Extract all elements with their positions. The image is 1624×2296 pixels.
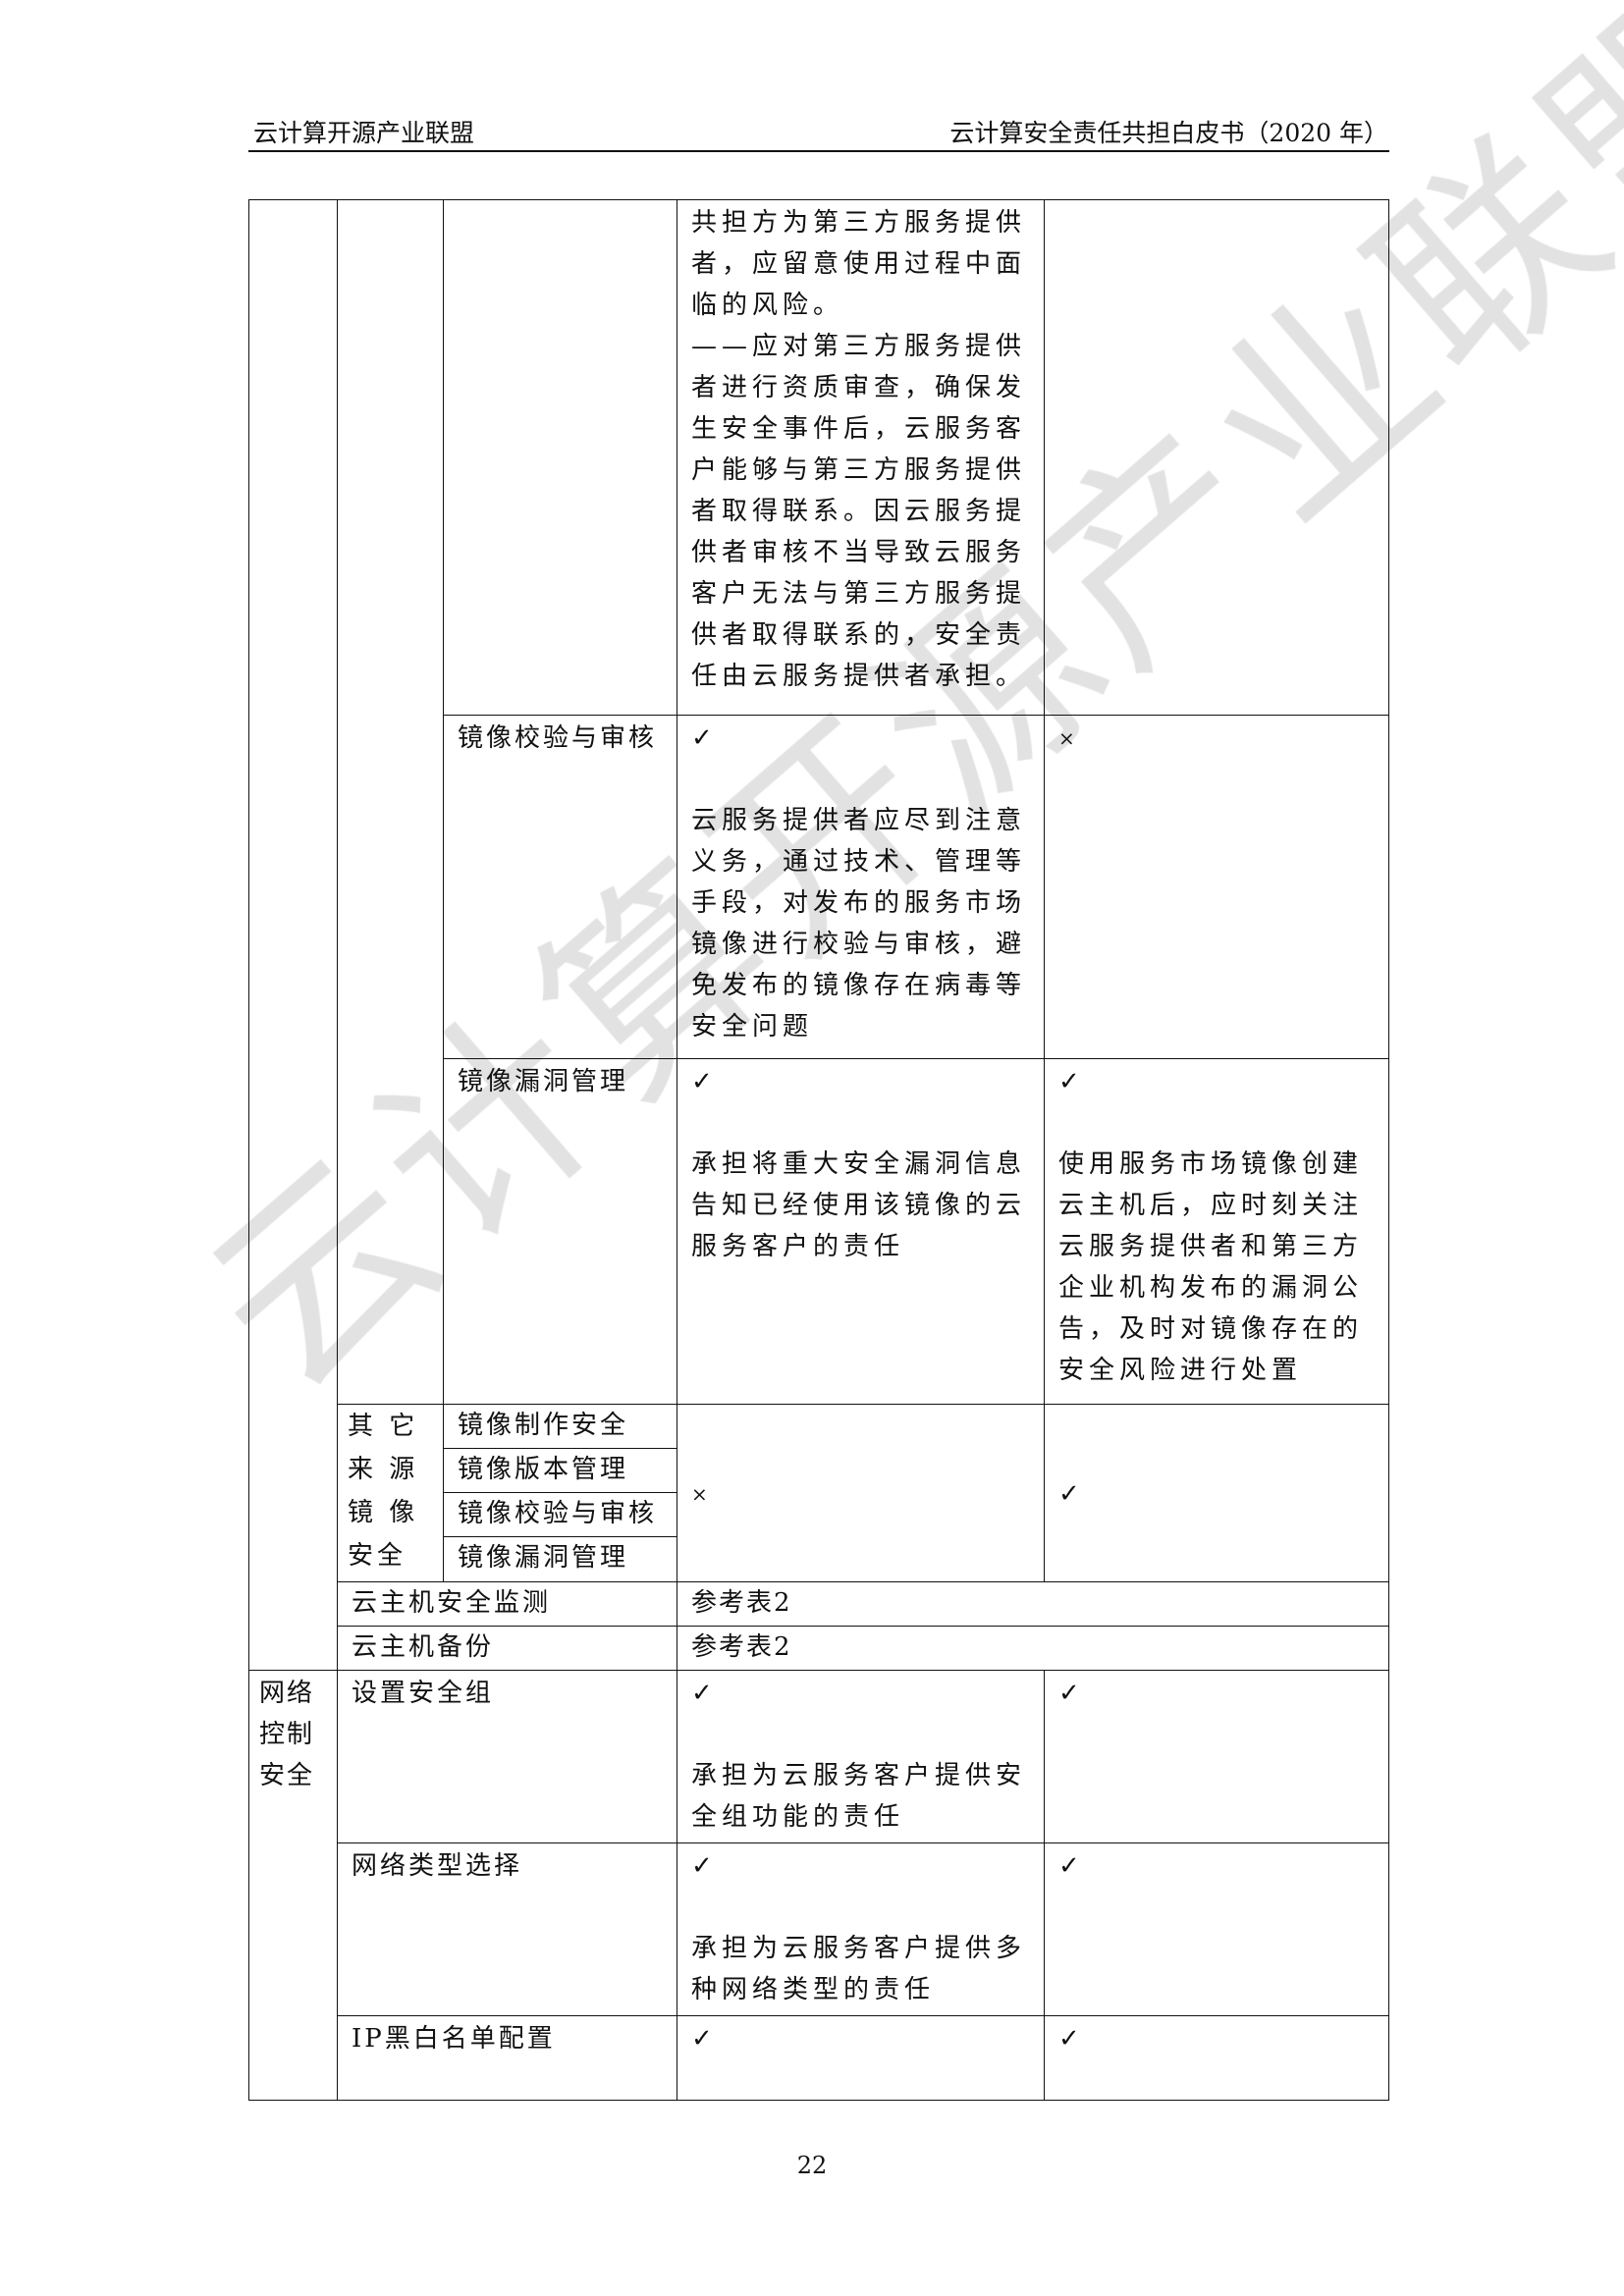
provider-responsibility: ✓ 承担将重大安全漏洞信息告知已经使用该镜像的云服务客户的责任 bbox=[677, 1058, 1045, 1405]
check-icon: ✓ bbox=[691, 723, 718, 753]
group-label-line: 安全 bbox=[259, 1761, 315, 1790]
reference-text: 参考表2 bbox=[677, 1626, 1389, 1671]
header-right: 云计算安全责任共担白皮书（2020 年） bbox=[949, 119, 1388, 147]
customer-text: 使用服务市场镜像创建云主机后，应时刻关注云服务提供者和第三方企业机构发布的漏洞公… bbox=[1058, 1149, 1364, 1385]
check-icon: ✓ bbox=[1058, 1679, 1085, 1708]
item-label: 镜像漏洞管理 bbox=[443, 1058, 677, 1405]
item-label: 镜像漏洞管理 bbox=[443, 1536, 677, 1582]
item-label: 网络类型选择 bbox=[337, 1842, 677, 2016]
group-label-line: 网络 bbox=[259, 1679, 315, 1708]
group-label-line: 镜 像 bbox=[348, 1498, 419, 1527]
group-label-network: 网络 控制 安全 bbox=[248, 1670, 338, 2101]
check-icon: ✓ bbox=[1058, 1851, 1085, 1881]
provider-text: 承担为云服务客户提供安全组功能的责任 bbox=[691, 1761, 1027, 1832]
customer-responsibility: ✓ bbox=[1044, 1842, 1389, 2016]
provider-responsibility: ✓ 云服务提供者应尽到注意义务，通过技术、管理等手段，对发布的服务市场镜像进行校… bbox=[677, 715, 1045, 1059]
check-icon: ✓ bbox=[691, 1679, 718, 1708]
customer-responsibility: ✓ bbox=[1044, 2015, 1389, 2101]
check-icon: ✓ bbox=[691, 2024, 718, 2054]
reference-text: 参考表2 bbox=[677, 1581, 1389, 1627]
table-cell-item bbox=[443, 199, 677, 716]
customer-responsibility: ✓ bbox=[1044, 1670, 1389, 1843]
provider-text: 云服务提供者应尽到注意义务，通过技术、管理等手段，对发布的服务市场镜像进行校验与… bbox=[691, 806, 1027, 1041]
item-label: 镜像校验与审核 bbox=[443, 715, 677, 1059]
cross-icon: × bbox=[677, 1404, 1045, 1582]
customer-responsibility bbox=[1044, 199, 1389, 716]
group-label-other-source: 其 它 来 源 镜 像 安全 bbox=[337, 1404, 444, 1582]
check-icon: ✓ bbox=[1058, 1067, 1085, 1096]
table-cell-category bbox=[248, 199, 338, 1671]
customer-responsibility: ✓ 使用服务市场镜像创建云主机后，应时刻关注云服务提供者和第三方企业机构发布的漏… bbox=[1044, 1058, 1389, 1405]
check-icon: ✓ bbox=[691, 1067, 718, 1096]
item-label: 设置安全组 bbox=[337, 1670, 677, 1843]
group-label-line: 控制 bbox=[259, 1720, 315, 1749]
item-label: 镜像校验与审核 bbox=[443, 1492, 677, 1537]
item-label: 云主机备份 bbox=[337, 1626, 677, 1671]
group-label-line: 其 它 bbox=[348, 1412, 419, 1441]
group-label-line: 安全 bbox=[348, 1541, 407, 1571]
customer-responsibility: × bbox=[1044, 715, 1389, 1059]
provider-responsibility: ✓ bbox=[677, 2015, 1045, 2101]
provider-responsibility: 共担方为第三方服务提供者，应留意使用过程中面临的风险。 ——应对第三方服务提供者… bbox=[677, 199, 1045, 716]
provider-text: 承担将重大安全漏洞信息告知已经使用该镜像的云服务客户的责任 bbox=[691, 1149, 1027, 1261]
page-number: 22 bbox=[796, 2152, 828, 2179]
cross-icon: × bbox=[1058, 726, 1080, 750]
item-label: IP黑白名单配置 bbox=[337, 2015, 677, 2101]
table-cell-subcategory bbox=[337, 199, 444, 1405]
provider-text: 承担为云服务客户提供多种网络类型的责任 bbox=[691, 1934, 1027, 2004]
header-rule bbox=[248, 150, 1389, 152]
header-left: 云计算开源产业联盟 bbox=[253, 119, 475, 147]
group-label-line: 来 源 bbox=[348, 1455, 419, 1484]
provider-responsibility: ✓ 承担为云服务客户提供安全组功能的责任 bbox=[677, 1670, 1045, 1843]
check-icon: ✓ bbox=[1058, 2024, 1085, 2054]
check-icon: ✓ bbox=[1044, 1404, 1389, 1582]
check-icon: ✓ bbox=[691, 1851, 718, 1881]
item-label: 镜像制作安全 bbox=[443, 1404, 677, 1449]
provider-responsibility: ✓ 承担为云服务客户提供多种网络类型的责任 bbox=[677, 1842, 1045, 2016]
item-label: 镜像版本管理 bbox=[443, 1448, 677, 1493]
item-label: 云主机安全监测 bbox=[337, 1581, 677, 1627]
